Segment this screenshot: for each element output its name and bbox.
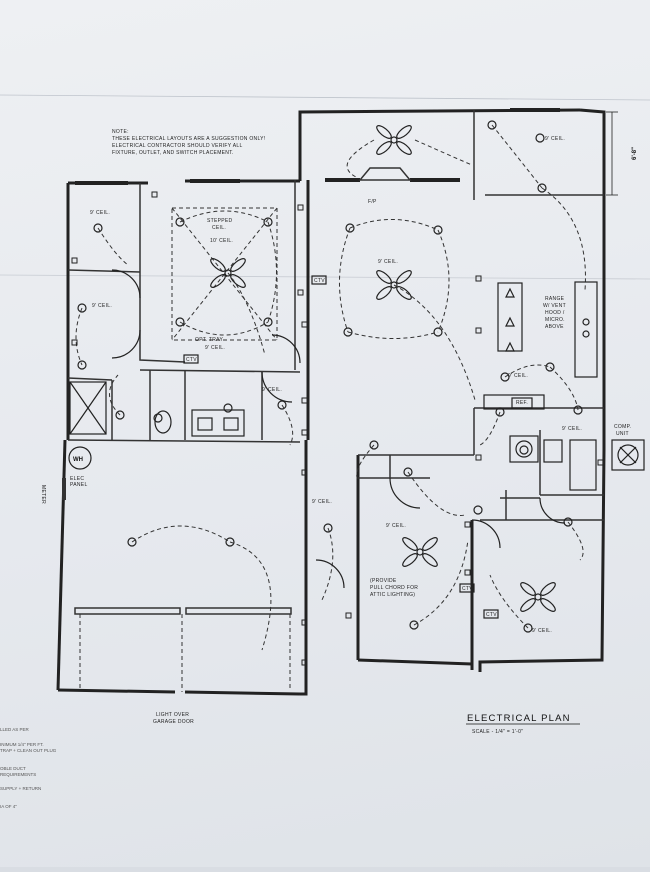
- comp-unit-label-2: UNIT: [616, 431, 629, 437]
- ceiling-10-label: 10' CEIL.: [210, 238, 233, 244]
- margin-note: REQUIREMENTS: [0, 772, 36, 777]
- elec-panel-label-2: PANEL: [70, 482, 88, 488]
- title-block: ELECTRICAL PLAN SCALE - 1/4" = 1'-0": [466, 713, 580, 735]
- ceiling-label: 9' CEIL.: [312, 499, 332, 505]
- notes-line-1: THESE ELECTRICAL LAYOUTS ARE A SUGGESTIO…: [112, 136, 266, 142]
- ceiling-label: 9' CEIL.: [378, 259, 398, 265]
- notes-line-2: ELECTRICAL CONTRACTOR SHOULD VERIFY ALL: [112, 143, 243, 149]
- range-label-3b: MICRO.: [545, 317, 565, 323]
- elec-panel-label-1: ELEC: [70, 476, 84, 482]
- stepped-ceiling-label-1: STEPPED: [207, 218, 233, 224]
- opt-tray-label: OPT. TRAY: [195, 337, 223, 343]
- page-edge-line: [0, 94, 650, 101]
- ceiling-fan-icon: [210, 258, 246, 288]
- margin-note: OBLE DUCT: [0, 766, 26, 771]
- water-heater: WH: [68, 446, 92, 470]
- fireplace: F/P: [358, 167, 412, 205]
- range-label-3: HOOD /: [545, 310, 565, 316]
- range-label-1: RANGE: [545, 296, 565, 302]
- ctv-label: CTV: [186, 357, 197, 363]
- meter-panel: METER ELEC PANEL: [40, 476, 88, 504]
- kitchen-counters: [483, 281, 598, 410]
- attic-note-1: (PROVIDE: [370, 578, 397, 584]
- meter-label: METER: [40, 485, 46, 504]
- ctv-label: CTV: [314, 278, 325, 284]
- ceiling-fan-icon: [376, 125, 412, 155]
- fireplace-label: F/P: [368, 199, 377, 205]
- bathroom-fixtures: [69, 381, 597, 491]
- garage-light-note-1: LIGHT OVER: [156, 712, 189, 718]
- margin-note: LLED AS PER: [0, 727, 30, 732]
- switch-wiring: [75, 124, 586, 651]
- comp-unit-label-1: COMP.: [614, 424, 631, 430]
- compressor-unit: COMP. UNIT: [611, 424, 645, 471]
- interior-walls: [67, 110, 604, 521]
- garage-light-note-2: GARAGE DOOR: [153, 719, 194, 725]
- windows: [75, 108, 560, 185]
- attic-note-3: ATTIC LIGHTING): [370, 592, 415, 598]
- outlet-symbols: [71, 191, 604, 666]
- dimension-label: 6'-8": [632, 147, 638, 160]
- ceiling-fan-icon: [402, 537, 438, 567]
- door-swings: [111, 269, 566, 589]
- ctv-label: CTV: [462, 586, 473, 592]
- dimension-line: 6'-8": [606, 111, 638, 196]
- ceiling-label: 9' CEIL.: [386, 523, 406, 529]
- ceiling-label: 9' CEIL.: [262, 387, 282, 393]
- margin-note: IA OF 4": [0, 804, 17, 809]
- ceiling-label: 9' CEIL.: [90, 210, 110, 216]
- stepped-ceiling-outline: [171, 207, 278, 341]
- ceiling-lights: [77, 120, 583, 633]
- ceiling-label: 9' CEIL.: [545, 136, 565, 142]
- stepped-ceiling-label-2: CEIL.: [212, 225, 226, 231]
- notes-heading: NOTE:: [112, 129, 129, 135]
- stepped-ceiling-diagonal: [171, 207, 278, 341]
- water-heater-label: WH: [73, 457, 83, 463]
- ceiling-label: 9' CEIL.: [532, 628, 552, 634]
- range-label-2: W/ VENT: [543, 303, 566, 309]
- refrigerator-label: REF.: [516, 400, 528, 406]
- garage-doors: [74, 607, 292, 692]
- exterior-walls: [56, 108, 606, 696]
- margin-notes: LLED AS PER INIMUM 1/4" PER FT. TRAP + C…: [0, 727, 57, 809]
- ceiling-label: 9' CEIL.: [205, 345, 225, 351]
- room-labels: 9' CEIL. 9' CEIL. STEPPED CEIL. 10' CEIL…: [90, 136, 582, 725]
- margin-note: SUPPLY + RETURN: [0, 786, 41, 791]
- margin-note: TRAP + CLEAN OUT PLUG: [0, 748, 57, 753]
- margin-note: INIMUM 1/4" PER FT.: [0, 742, 44, 747]
- ceiling-label: 9' CEIL.: [562, 426, 582, 432]
- ctv-label: CTV: [486, 612, 497, 618]
- notes-block: NOTE: THESE ELECTRICAL LAYOUTS ARE A SUG…: [112, 129, 266, 156]
- ceiling-fan-icon: [520, 582, 556, 612]
- attic-note-2: PULL CHORD FOR: [370, 585, 418, 591]
- ceiling-label: 9' CEIL.: [92, 303, 112, 309]
- plan-scale: SCALE - 1/4" = 1'-0": [472, 729, 523, 735]
- ctv-outlets: CTV CTV CTV CTV: [183, 275, 499, 619]
- ceiling-label: 9' CEIL.: [508, 373, 528, 379]
- page-fold-line: [0, 274, 650, 280]
- notes-line-3: FIXTURE, OUTLET, AND SWITCH PLACEMENT.: [112, 150, 234, 156]
- plan-title: ELECTRICAL PLAN: [467, 713, 571, 724]
- range-label-4: ABOVE: [545, 324, 564, 330]
